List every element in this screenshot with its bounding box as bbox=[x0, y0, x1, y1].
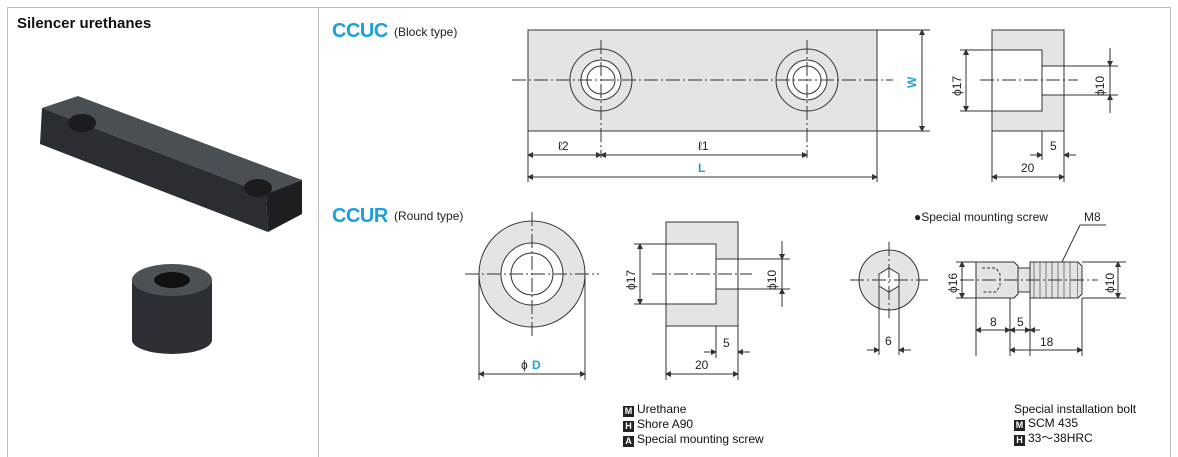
spec-right-title: Special installation bolt bbox=[1014, 402, 1137, 416]
dim-ccuc-20: 20 bbox=[1021, 161, 1035, 175]
block-hole-1 bbox=[68, 114, 96, 132]
dim-screw-phi16: ϕ16 bbox=[946, 273, 960, 293]
block-front bbox=[40, 108, 268, 232]
dim-m8: M8 bbox=[1084, 210, 1101, 224]
block-hole-2 bbox=[244, 179, 272, 197]
section-title: Silencer urethanes bbox=[17, 15, 152, 32]
material-badge: M bbox=[1014, 420, 1025, 431]
material-badge: M bbox=[623, 406, 634, 417]
dim-L: L bbox=[698, 161, 705, 175]
dim-screw-8: 8 bbox=[990, 315, 997, 329]
block-top bbox=[42, 96, 302, 194]
round-body bbox=[132, 280, 212, 354]
dim-ccuc-5: 5 bbox=[1050, 139, 1057, 153]
dim-phiD: D bbox=[532, 358, 541, 372]
dim-phi-symbol: ϕ bbox=[521, 358, 528, 372]
block-side bbox=[266, 180, 302, 232]
dim-ccuc-phi17: ϕ17 bbox=[950, 76, 964, 96]
product-image-cell bbox=[7, 7, 319, 457]
spec-text: SCM 435 bbox=[1028, 416, 1079, 430]
dim-ccur-phi17: ϕ17 bbox=[624, 270, 638, 290]
spec-text: 33～38HRC bbox=[1028, 431, 1093, 445]
accessory-badge: A bbox=[623, 436, 634, 447]
dim-screw-phi10: ϕ10 bbox=[1103, 273, 1117, 293]
ccur-type: (Round type) bbox=[394, 209, 464, 223]
dim-screw-6: 6 bbox=[885, 334, 892, 348]
spec-text: Shore A90 bbox=[637, 417, 694, 431]
dim-l2: ℓ2 bbox=[558, 139, 569, 153]
round-hole bbox=[154, 272, 190, 288]
hardness-badge: H bbox=[623, 421, 634, 432]
product-photo bbox=[40, 96, 302, 354]
spec-text: Urethane bbox=[637, 402, 687, 416]
dim-ccuc-phi10: ϕ10 bbox=[1093, 76, 1107, 96]
dim-screw-5: 5 bbox=[1017, 315, 1024, 329]
hardness-badge: H bbox=[1014, 435, 1025, 446]
ccur-code: CCUR bbox=[332, 205, 388, 227]
dim-W: W bbox=[905, 76, 919, 88]
dim-screw-18: 18 bbox=[1040, 335, 1054, 349]
dim-l1: ℓ1 bbox=[698, 139, 709, 153]
ccuc-type: (Block type) bbox=[394, 25, 458, 39]
dim-ccur-20: 20 bbox=[695, 358, 709, 372]
dim-ccur-5: 5 bbox=[723, 336, 730, 350]
spec-text: Special mounting screw bbox=[637, 432, 764, 446]
ccuc-code: CCUC bbox=[332, 20, 388, 42]
special-screw-label: ●Special mounting screw bbox=[914, 210, 1048, 224]
dim-ccur-phi10: ϕ10 bbox=[765, 270, 779, 290]
